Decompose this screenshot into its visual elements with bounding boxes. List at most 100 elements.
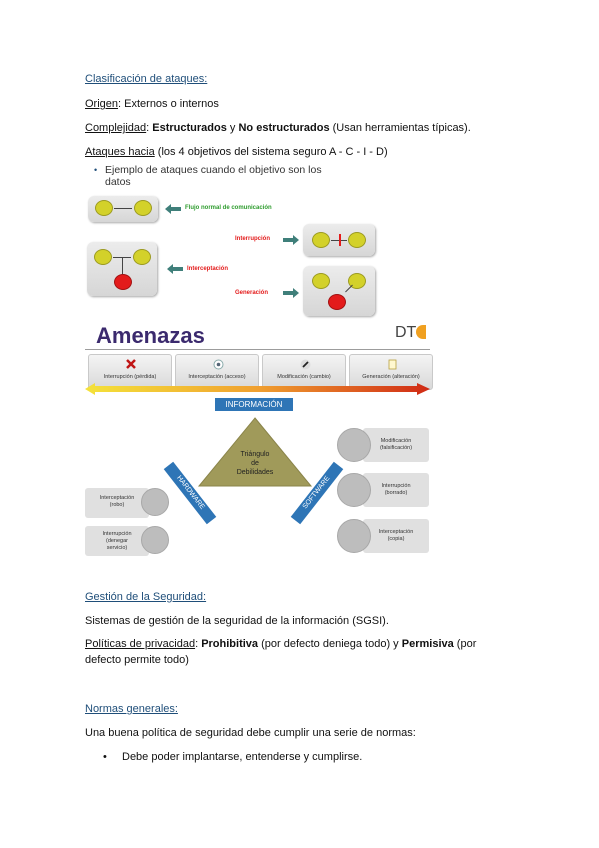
normal-flow-box (88, 196, 158, 222)
triangle-line-2: de (251, 460, 259, 467)
interceptacion-label: Interceptación (187, 266, 229, 272)
generacion-arrow-icon (283, 288, 299, 298)
tab-label: Modificación (cambio) (277, 374, 331, 380)
ataques-text: (los 4 objetivos del sistema seguro A - … (154, 146, 388, 158)
intercept-line (122, 258, 123, 274)
source-node (94, 249, 112, 265)
politicas-rest: (por (453, 638, 477, 650)
interrupcion-arrow-icon (283, 235, 299, 245)
right-circle (337, 519, 371, 553)
figure1-bullet-line1: Ejemplo de ataques cuando el objetivo so… (105, 164, 322, 176)
logo-mark-icon (416, 325, 427, 339)
fake-source-node (328, 294, 346, 310)
gradient-arrow (85, 383, 430, 395)
flujo-arrow-icon (165, 204, 181, 214)
intruder-node (114, 274, 132, 290)
complejidad-bold-1: Estructurados (152, 122, 227, 134)
interceptacion-box (87, 242, 157, 296)
item-line-2: (denegar (105, 538, 129, 544)
interceptacion-arrow-icon (167, 264, 183, 274)
complejidad-label: Complejidad (85, 122, 147, 134)
politicas-mid: (por defecto deniega todo) y (258, 638, 402, 650)
gestion-heading: Gestión de la Seguridad: (85, 591, 207, 603)
amenazas-title: Amenazas (96, 323, 205, 348)
source-node (312, 232, 330, 248)
tab-interrupcion: Interrupción (pérdida) (88, 354, 172, 390)
flujo-label: Flujo normal de comunicación (185, 205, 272, 211)
triangle-line-3: Debilidades (236, 469, 274, 476)
generacion-box (303, 266, 375, 316)
informacion-label: INFORMACIÓN (215, 398, 293, 411)
origen-text: : Externos o internos (118, 98, 219, 110)
interrupcion-box (303, 224, 375, 256)
item-line-2: (robo) (109, 502, 125, 508)
ataques-figure: • Ejemplo de ataques cuando el objetivo … (85, 162, 385, 316)
source-node (312, 273, 330, 289)
normas-text: Una buena política de seguridad debe cum… (85, 727, 416, 739)
right-item-interceptacion: Interceptación (copia) (363, 519, 429, 553)
item-line-1: Interrupción (102, 531, 132, 537)
ataques-label: Ataques hacia (85, 146, 155, 158)
complejidad-line: Complejidad: Estructurados y No estructu… (85, 121, 471, 135)
tab-label: Interrupción (pérdida) (103, 374, 157, 380)
item-line-1: Interrupción (381, 483, 411, 489)
complejidad-bold-2: No estructurados (238, 122, 330, 134)
politicas-line-2: defecto permite todo) (85, 654, 189, 666)
interrupcion-label: Interrupción (235, 236, 271, 242)
item-line-1: Modificación (380, 438, 412, 444)
clasificacion-heading: Clasificación de ataques: (85, 73, 208, 85)
generacion-label: Generación (235, 290, 269, 296)
bullet-dot: • (103, 751, 107, 763)
left-circle (141, 488, 169, 516)
complejidad-and: y (226, 122, 239, 134)
complejidad-rest: (Usan herramientas típicas). (329, 122, 471, 134)
normas-heading: Normas generales: (85, 703, 178, 715)
sgsi-text: Sistemas de gestión de la seguridad de l… (85, 615, 389, 627)
item-line-3: servicio) (106, 545, 128, 551)
right-circle (337, 473, 371, 507)
destination-node (134, 200, 152, 216)
bullet-text: Debe poder implantarse, entenderse y cum… (122, 751, 363, 763)
politicas-bold-2: Permisiva (401, 638, 454, 650)
bullet-item: • Debe poder implantarse, entenderse y cu… (103, 750, 362, 764)
title-rule (85, 349, 430, 350)
triangle-text: Triángulo de Debilidades (225, 450, 285, 477)
item-line-1: Interceptación (378, 529, 414, 535)
tab-label: Interceptación (acceso) (188, 374, 246, 380)
figure1-bullet-line2: datos (105, 176, 131, 188)
item-line-2: (copia) (387, 536, 405, 542)
politicas-label: Políticas de privacidad (85, 638, 196, 650)
weakness-triangle (197, 417, 313, 487)
complejidad-sep: : (146, 122, 153, 134)
politicas-sep: : (195, 638, 202, 650)
interruption-mark (339, 234, 341, 246)
amenazas-figure: Amenazas DT Interrupción (pérdida) Inter… (85, 320, 433, 560)
destination-node (133, 249, 151, 265)
eye-icon (213, 359, 224, 370)
cross-icon (126, 359, 136, 369)
right-circle (337, 428, 371, 462)
politicas-bold-1: Prohibitiva (201, 638, 259, 650)
tab-interceptacion: Interceptación (acceso) (175, 354, 259, 390)
left-item-interceptacion: Interceptación (robo) (85, 488, 149, 518)
item-line-1: Interceptación (99, 495, 135, 501)
origen-label: Origen (85, 98, 119, 110)
left-circle (141, 526, 169, 554)
figure1-bullet: • Ejemplo de ataques cuando el objetivo … (94, 164, 322, 188)
pencil-icon (300, 359, 311, 370)
source-node (95, 200, 113, 216)
flow-line (114, 208, 132, 209)
right-item-interrupcion: Interrupción (borrado) (363, 473, 429, 507)
tab-label: Generación (alteración) (362, 374, 420, 380)
left-item-interrupcion: Interrupción (denegar servicio) (85, 526, 149, 556)
origen-line: Origen: Externos o internos (85, 97, 219, 111)
right-item-modificacion: Modificación (falsificación) (363, 428, 429, 462)
flow-line (113, 257, 131, 258)
figure1-bullet-dot: • (94, 165, 98, 175)
dt-logo: DT (395, 324, 427, 342)
politicas-line: Políticas de privacidad: Prohibitiva (po… (85, 637, 476, 651)
item-line-2: (falsificación) (379, 445, 413, 451)
item-line-2: (borrado) (384, 490, 408, 496)
document-icon (388, 359, 397, 370)
triangle-line-1: Triángulo (240, 451, 270, 458)
